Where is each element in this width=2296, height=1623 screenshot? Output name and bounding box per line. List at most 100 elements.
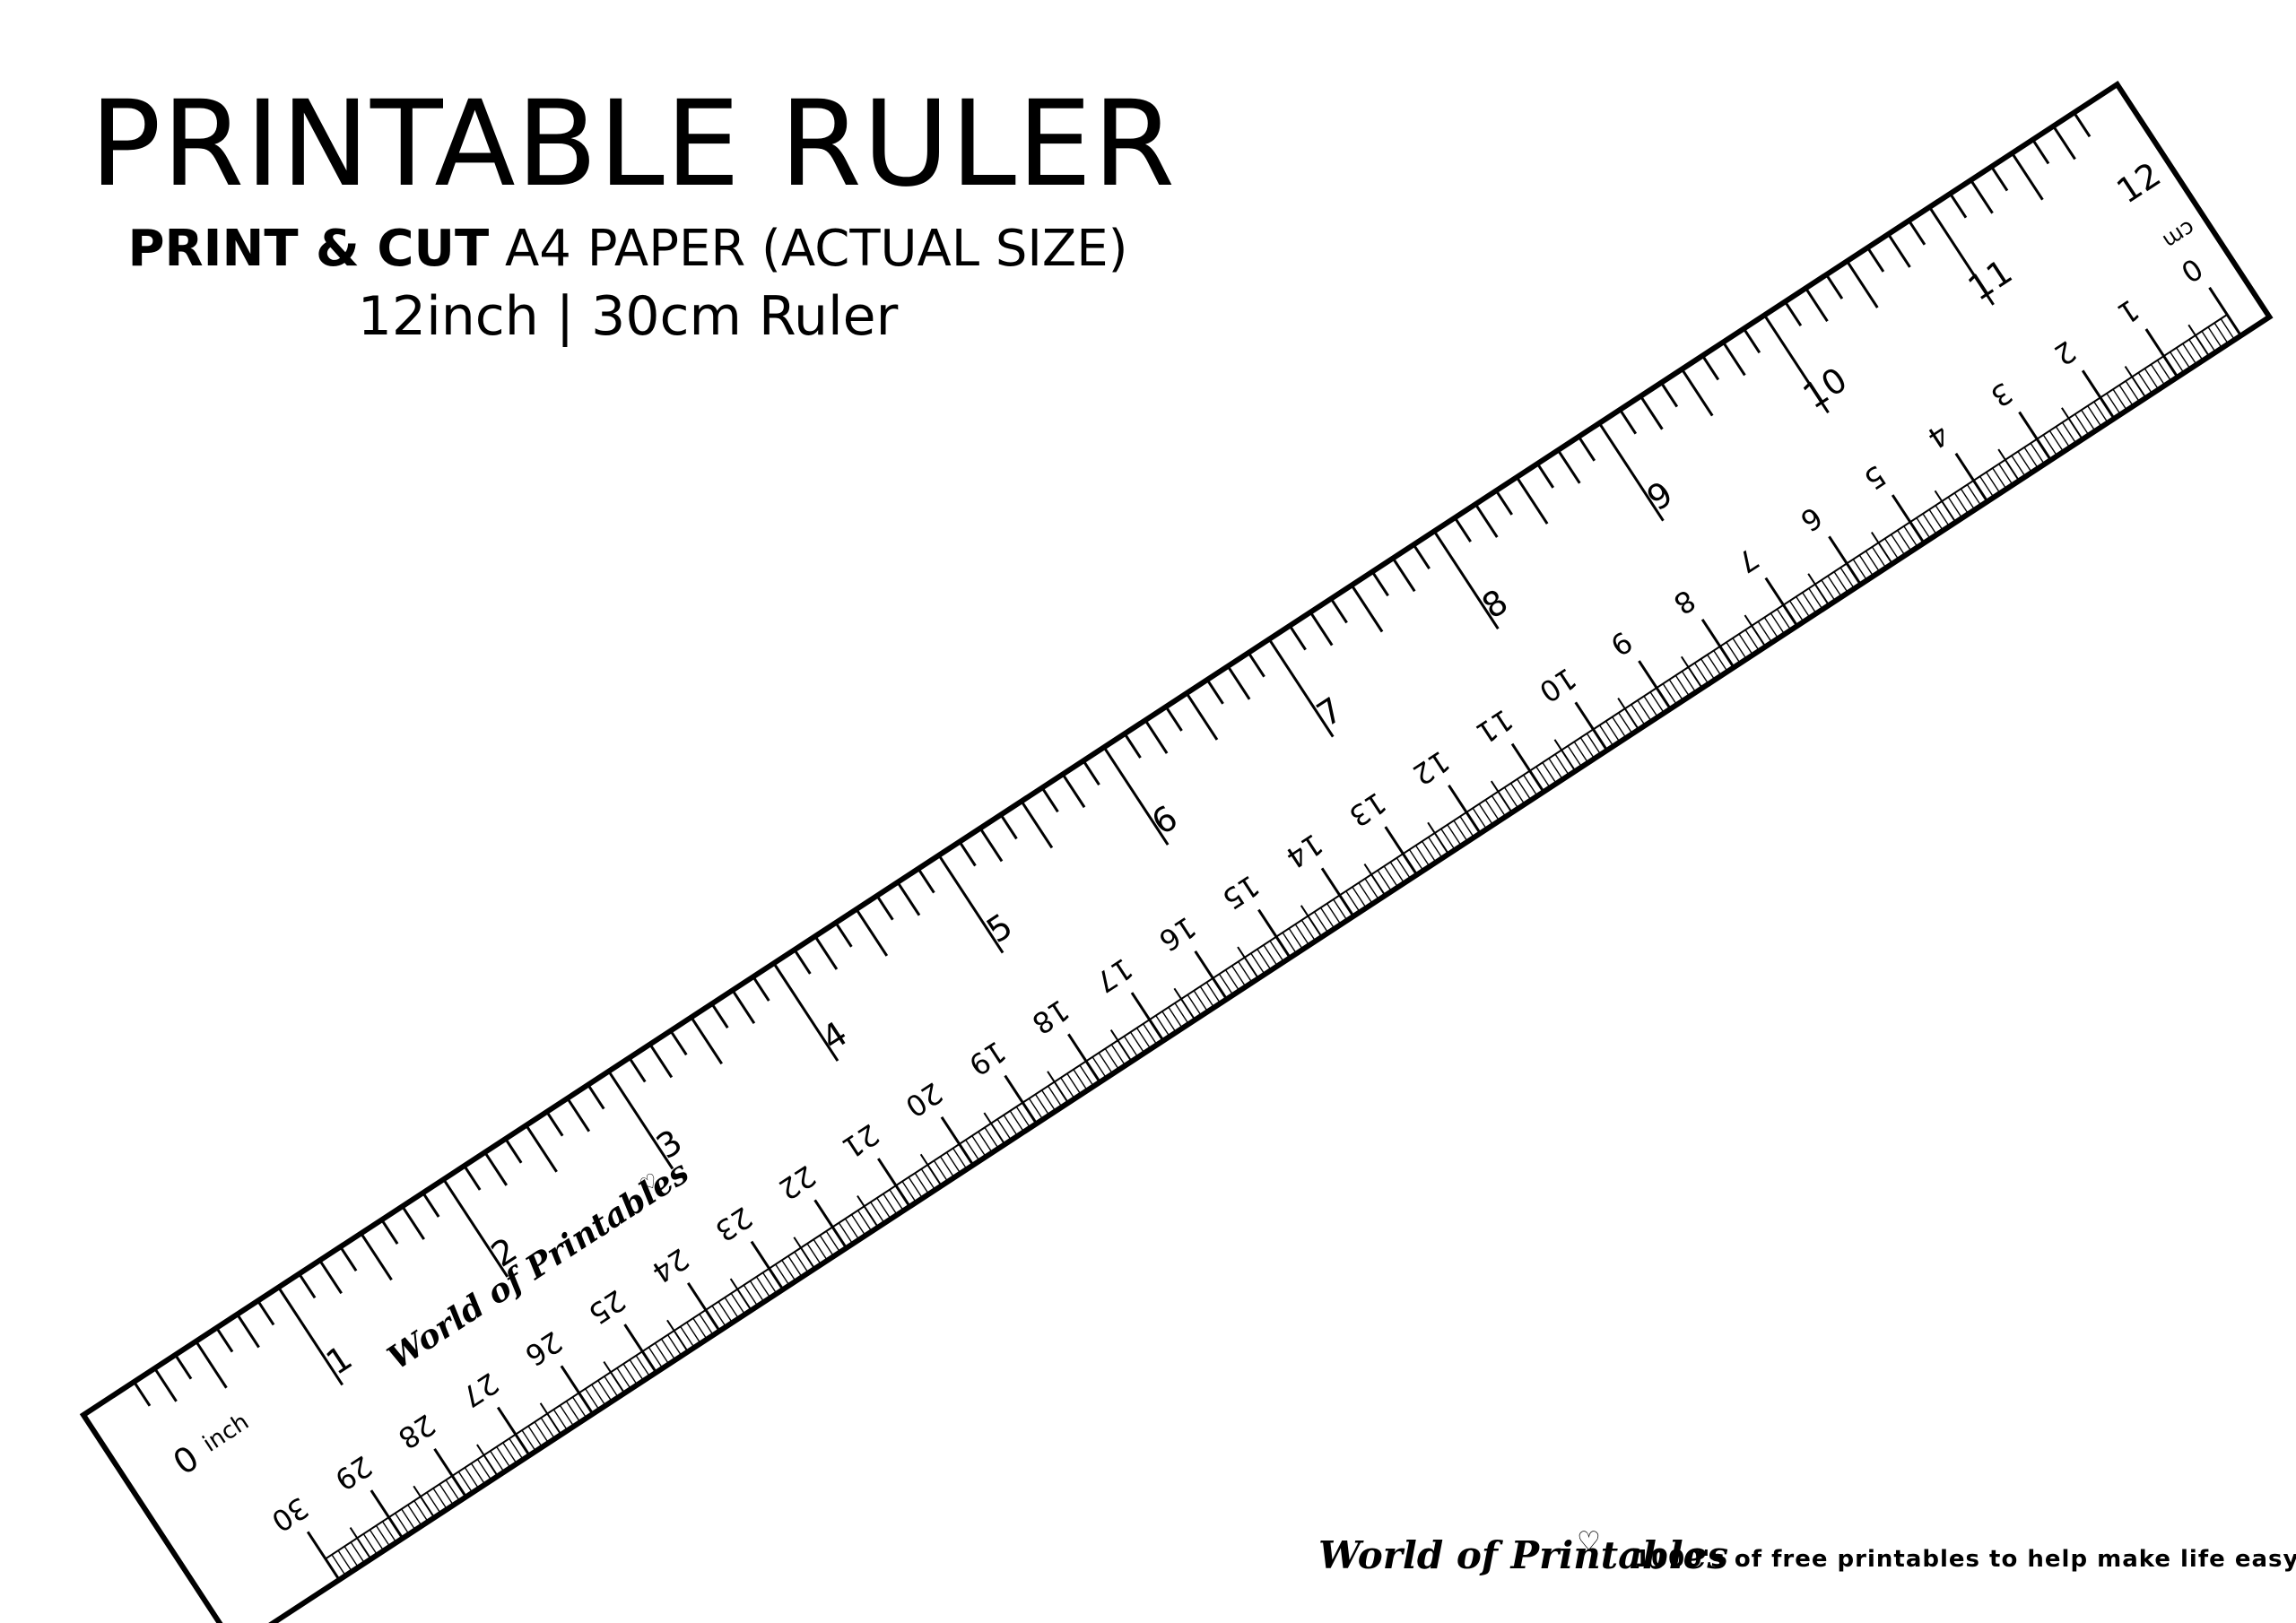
mm-tick bbox=[2112, 388, 2126, 410]
mm-tick bbox=[1238, 961, 1252, 982]
cm-major-tick bbox=[306, 1531, 340, 1579]
mm-tick bbox=[1598, 725, 1613, 745]
page-title: PRINTABLE RULER bbox=[90, 75, 1177, 213]
mm-tick bbox=[2055, 426, 2070, 447]
mm-tick bbox=[1966, 484, 1981, 505]
cm-major-tick bbox=[1638, 660, 1671, 708]
mm-tick bbox=[1478, 803, 1493, 824]
mm-tick bbox=[844, 1218, 859, 1239]
mm-tick bbox=[1250, 952, 1265, 974]
mm-tick bbox=[1713, 650, 1727, 671]
mm-tick bbox=[1839, 567, 1854, 588]
mm-tick bbox=[680, 1326, 694, 1347]
inch-quarter-tick bbox=[1061, 773, 1086, 809]
cm-band-edge bbox=[325, 314, 2228, 1560]
inch-eighth-tick bbox=[628, 1056, 647, 1083]
page-header: PRINTABLE RULER PRINT & CUT A4 PAPER (AC… bbox=[90, 75, 1177, 345]
inch-quarter-tick bbox=[1556, 449, 1581, 484]
mm-tick bbox=[1808, 587, 1822, 609]
inch-eighth-tick bbox=[1577, 436, 1596, 462]
cm-half-tick bbox=[1427, 821, 1448, 854]
inch-half-tick bbox=[360, 1232, 393, 1281]
mm-tick bbox=[2074, 413, 2089, 435]
inch-eighth-tick bbox=[215, 1326, 234, 1353]
inch-quarter-tick bbox=[1474, 503, 1499, 538]
mm-tick bbox=[1048, 1085, 1062, 1107]
cm-half-tick bbox=[1237, 946, 1258, 978]
mm-tick bbox=[2144, 368, 2159, 389]
mm-tick bbox=[2156, 360, 2171, 380]
inch-major-tick bbox=[937, 854, 1004, 954]
mm-tick bbox=[381, 1521, 396, 1541]
mm-tick bbox=[571, 1396, 587, 1418]
mm-tick bbox=[1282, 932, 1296, 953]
mm-tick bbox=[781, 1260, 796, 1280]
cm-half-tick bbox=[603, 1361, 625, 1393]
inch-half-tick bbox=[1515, 476, 1549, 525]
mm-tick bbox=[971, 1135, 986, 1156]
mm-tick bbox=[470, 1462, 485, 1484]
inch-eighth-tick bbox=[1535, 463, 1555, 489]
inch-quarter-tick bbox=[813, 935, 839, 970]
inch-quarter-tick bbox=[1309, 611, 1334, 647]
mm-tick bbox=[1605, 720, 1620, 742]
mm-tick bbox=[699, 1314, 713, 1334]
mm-tick bbox=[1161, 1011, 1176, 1032]
cm-half-tick bbox=[1109, 1029, 1132, 1061]
mm-tick bbox=[1484, 799, 1500, 820]
mm-tick bbox=[1040, 1089, 1056, 1110]
cm-major-tick bbox=[1828, 535, 1861, 584]
inch-quarter-tick bbox=[1887, 233, 1911, 268]
mm-tick bbox=[1897, 529, 1911, 551]
mm-tick bbox=[883, 1193, 897, 1214]
mm-tick bbox=[521, 1429, 535, 1451]
inch-quarter-tick bbox=[731, 989, 756, 1024]
footer-tagline: 1000's of free printables to help make l… bbox=[1634, 1546, 2296, 1573]
mm-tick bbox=[1681, 671, 1696, 691]
inch-eighth-tick bbox=[1288, 624, 1307, 651]
mm-tick bbox=[952, 1148, 967, 1168]
mm-tick bbox=[1472, 807, 1486, 829]
mm-tick bbox=[965, 1139, 979, 1160]
inch-eighth-tick bbox=[793, 949, 812, 975]
inch-eighth-tick bbox=[875, 895, 894, 921]
mm-tick bbox=[1776, 608, 1791, 629]
inch-half-tick bbox=[690, 1016, 723, 1065]
mm-tick bbox=[1313, 911, 1328, 933]
mm-tick bbox=[1509, 783, 1525, 803]
mm-tick bbox=[2030, 442, 2044, 464]
mm-tick bbox=[743, 1284, 758, 1306]
mm-tick bbox=[1300, 919, 1316, 941]
mm-tick bbox=[1288, 928, 1303, 949]
cm-half-tick bbox=[2187, 324, 2209, 356]
cm-half-tick bbox=[476, 1444, 498, 1476]
inch-eighth-tick bbox=[298, 1272, 317, 1299]
mm-tick bbox=[870, 1202, 884, 1222]
mm-tick bbox=[1079, 1064, 1093, 1086]
mm-tick bbox=[1891, 534, 1905, 555]
inch-half-tick bbox=[1350, 584, 1384, 633]
mm-tick bbox=[1707, 654, 1721, 675]
inch-major-tick bbox=[607, 1070, 674, 1170]
inch-eighth-tick bbox=[1205, 679, 1224, 705]
mm-tick bbox=[1852, 559, 1867, 579]
mm-tick bbox=[1503, 786, 1518, 808]
mm-tick bbox=[1440, 829, 1455, 849]
inch-eighth-tick bbox=[174, 1354, 193, 1380]
inch-eighth-tick bbox=[710, 1002, 729, 1029]
mm-tick bbox=[1104, 1048, 1119, 1069]
cm-half-tick bbox=[1807, 573, 1829, 604]
mm-tick bbox=[2093, 401, 2108, 422]
mm-tick bbox=[876, 1197, 891, 1219]
mm-tick bbox=[1788, 600, 1804, 621]
cm-major-tick bbox=[813, 1199, 847, 1247]
inch-eighth-tick bbox=[917, 868, 935, 894]
mm-tick bbox=[692, 1317, 707, 1339]
mm-tick bbox=[375, 1525, 390, 1546]
mm-tick bbox=[464, 1467, 479, 1488]
inch-eighth-tick bbox=[133, 1381, 152, 1407]
mm-tick bbox=[1453, 820, 1467, 841]
mm-tick bbox=[1612, 716, 1626, 737]
ruler: 0123456789101112inch01234567891011121314… bbox=[79, 80, 2274, 1623]
